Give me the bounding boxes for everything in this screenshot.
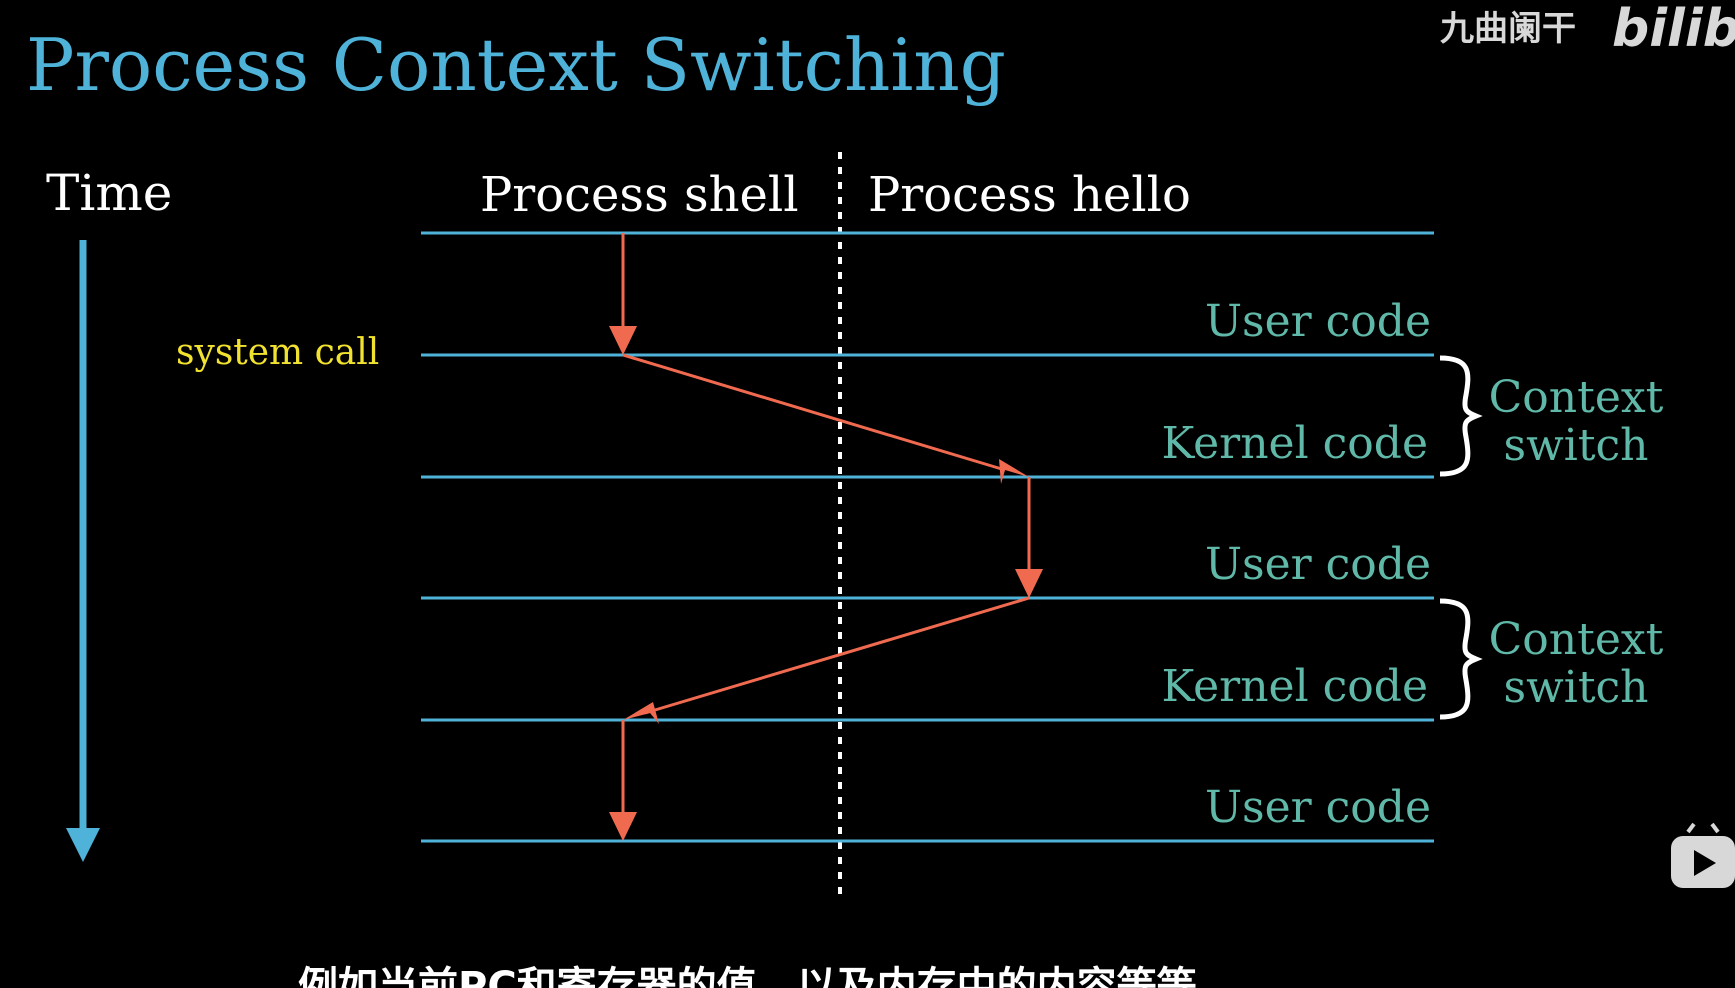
context-switch-brace-2 bbox=[1439, 598, 1483, 720]
flow-arrow-switch-to-hello bbox=[622, 353, 1006, 472]
segment-label-kernel-2: Kernel code bbox=[1161, 661, 1428, 712]
process-hello-label: Process hello bbox=[868, 167, 1191, 223]
context-switch-label-2-line1: Context bbox=[1489, 614, 1664, 665]
context-switch-brace-1 bbox=[1439, 355, 1483, 477]
time-label: Time bbox=[46, 164, 172, 222]
video-subtitle: 例如当前PC和寄存器的值，以及内存中的内容等等 bbox=[298, 964, 1197, 988]
flow-arrowhead-4 bbox=[623, 702, 659, 724]
time-axis-arrowhead bbox=[66, 828, 100, 862]
context-switch-label-1-line2: switch bbox=[1504, 420, 1649, 471]
flow-arrowhead-5 bbox=[609, 812, 637, 841]
context-switch-label-2-line2: switch bbox=[1504, 662, 1649, 713]
flow-arrowhead-3 bbox=[1015, 569, 1043, 598]
page-title: Process Context Switching bbox=[26, 23, 1006, 107]
segment-label-kernel-1: Kernel code bbox=[1161, 418, 1428, 469]
segment-label-user-3: User code bbox=[1205, 782, 1431, 833]
tv-play-icon[interactable] bbox=[1671, 822, 1735, 888]
system-call-label: system call bbox=[176, 332, 379, 373]
flow-arrowhead-1 bbox=[609, 326, 637, 355]
bilibili-logo: bilibili bbox=[1612, 0, 1735, 59]
process-shell-label: Process shell bbox=[480, 167, 799, 223]
segment-label-user-1: User code bbox=[1205, 296, 1431, 347]
segment-label-user-2: User code bbox=[1205, 539, 1431, 590]
channel-watermark: 九曲阑干 bbox=[1440, 9, 1576, 49]
context-switch-label-1-line1: Context bbox=[1489, 372, 1664, 423]
flow-arrowhead-2 bbox=[999, 459, 1029, 484]
flow-arrow-switch-to-shell bbox=[644, 596, 1030, 715]
